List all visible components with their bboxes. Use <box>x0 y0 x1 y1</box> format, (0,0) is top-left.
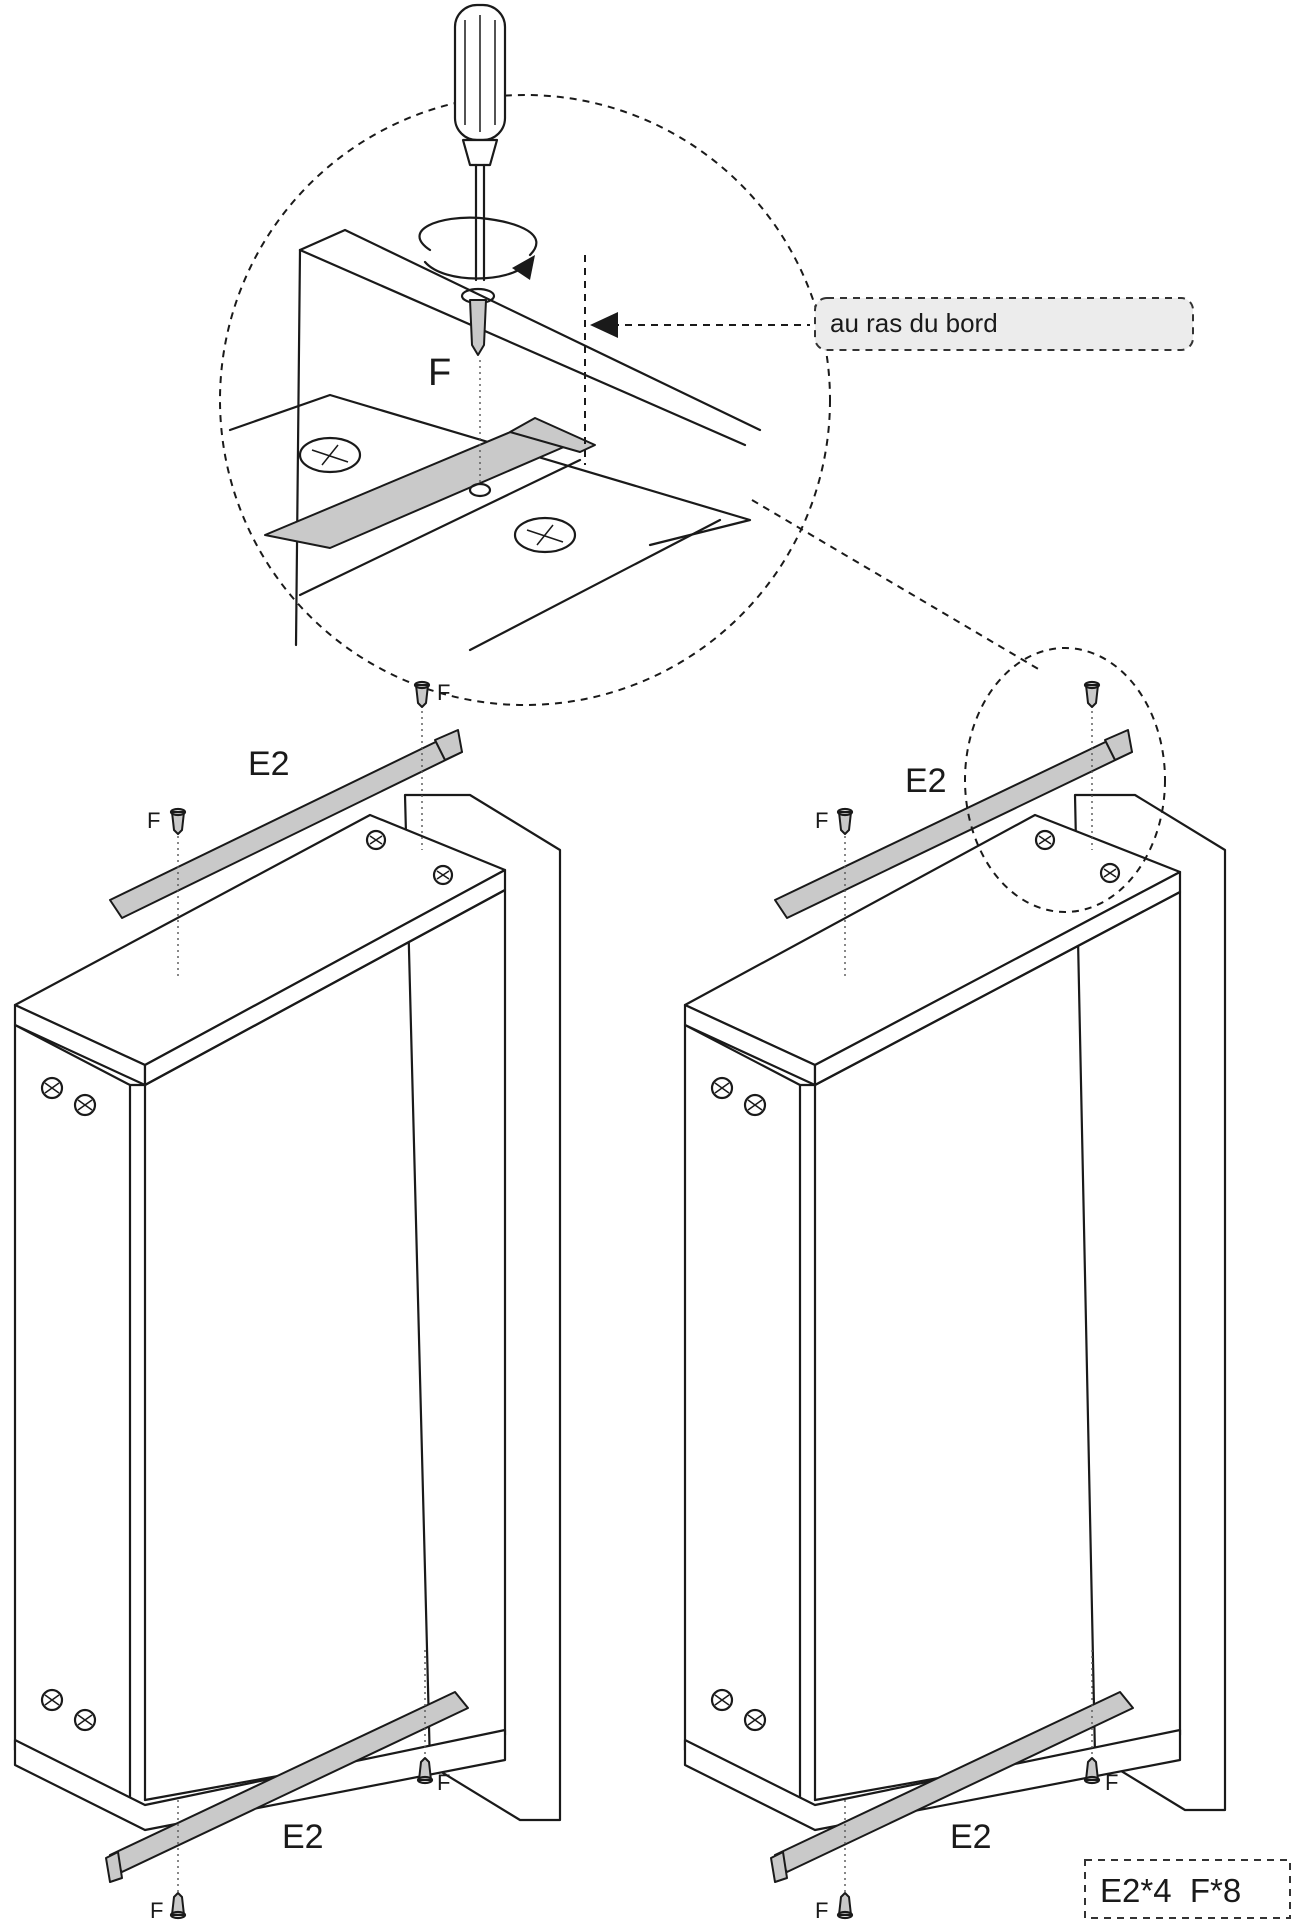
left-panel-edge <box>128 1083 147 1802</box>
zoom-rail <box>264 427 581 549</box>
screw-label: F <box>147 808 160 833</box>
panel-front-edge <box>298 248 747 447</box>
screw-label: F <box>437 680 450 705</box>
right-cabinet: E2 E2 F F F <box>683 647 1227 1923</box>
screw-icon <box>1083 1757 1101 1785</box>
detail-ellipse <box>964 647 1166 913</box>
right-side-panel <box>683 1023 802 1812</box>
right-bottom-rail-end <box>770 1851 788 1883</box>
left-top-rail-end <box>434 729 463 761</box>
zoom-rail-bottom <box>298 458 582 597</box>
zoom-rail-end <box>509 417 596 453</box>
cam-lock-icon <box>513 516 577 554</box>
screw-label: F <box>150 1898 163 1923</box>
screw-icon <box>169 1892 187 1920</box>
screw-label: F <box>815 808 828 833</box>
cam-lock-icon <box>73 1708 97 1732</box>
parts-box <box>1084 1859 1291 1919</box>
left-top-rail-label: E2 <box>248 745 290 783</box>
board-side-edge <box>468 518 722 652</box>
zoom-detail: F <box>219 3 831 706</box>
cam-lock-icon <box>710 1688 734 1712</box>
cam-lock-icon <box>710 1076 734 1100</box>
right-top-rail-end <box>1104 729 1133 761</box>
left-bottom-rail-end <box>105 1851 123 1883</box>
cam-lock-icon <box>40 1688 64 1712</box>
left-side-panel <box>13 1023 132 1812</box>
screw-icon <box>460 287 496 356</box>
callout-text: au ras du bord <box>830 308 998 338</box>
detail-connector <box>751 499 1041 671</box>
cam-lock-icon <box>432 864 454 886</box>
right-top-rail-label: E2 <box>905 762 947 800</box>
screw-icon <box>169 807 187 835</box>
screw-label: F <box>437 1770 450 1795</box>
rotation-arrow-icon <box>418 216 538 280</box>
screw-icon <box>836 1892 854 1920</box>
right-panel-edge <box>798 1083 817 1802</box>
cam-lock-icon <box>743 1093 767 1117</box>
left-bottom-board <box>13 1728 507 1832</box>
panel-top-edge <box>298 228 762 432</box>
cam-lock-icon <box>298 436 362 474</box>
zoom-circle <box>219 94 831 706</box>
screw-label: F <box>1105 1770 1118 1795</box>
cam-lock-icon <box>365 829 387 851</box>
left-cabinet: E2 E2 F F F F <box>13 680 562 1923</box>
right-back-panel <box>1073 793 1227 1812</box>
left-bottom-rail-label: E2 <box>282 1818 324 1856</box>
left-back-panel <box>403 793 562 1822</box>
parts-box-text: E2*4 F*8 <box>1100 1872 1241 1909</box>
right-bottom-board <box>683 1728 1182 1832</box>
cam-lock-icon <box>1099 862 1121 884</box>
cam-lock-icon <box>40 1076 64 1100</box>
panel-left-edge <box>294 248 302 647</box>
right-bottom-rail-label: E2 <box>950 1818 992 1856</box>
cam-lock-icon <box>1034 829 1056 851</box>
zoom-screw-label: F <box>428 352 451 394</box>
screw-icon <box>416 1757 434 1785</box>
rail-hole <box>468 482 492 498</box>
screwdriver-icon <box>453 3 507 282</box>
cam-lock-icon <box>743 1708 767 1732</box>
cam-lock-icon <box>73 1093 97 1117</box>
screw-icon <box>836 807 854 835</box>
callout-arrowhead <box>590 312 618 338</box>
callout-box <box>814 297 1194 351</box>
screw-label: F <box>815 1898 828 1923</box>
screw-icon <box>413 680 431 708</box>
screw-icon <box>1083 680 1101 708</box>
